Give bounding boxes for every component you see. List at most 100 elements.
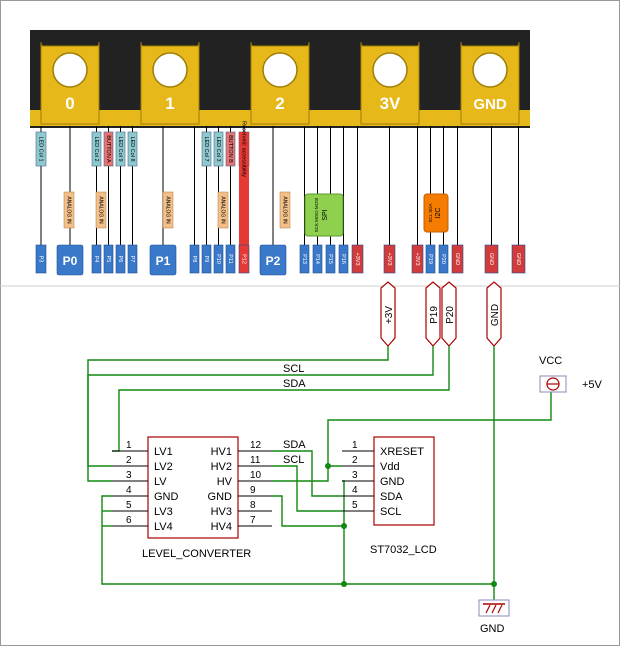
pin-label: P20 (440, 254, 446, 264)
analog-in-text: ANALOG IN (66, 196, 72, 224)
pad-label: 1 (165, 94, 174, 113)
pad-1: 1 (140, 41, 200, 125)
lcd-pin-number: 4 (352, 485, 358, 496)
pad-hole (152, 52, 188, 88)
gnd-hatch-2 (491, 604, 497, 614)
i2c-chip: I2C SCL SDA (423, 193, 449, 233)
pin-p5: BUTTON AP5 (103, 126, 114, 274)
pin-function-label: LED Col 7 (203, 136, 209, 161)
pin-function-box (225, 131, 236, 167)
pad-gnd: GND (460, 41, 520, 125)
junction-vdd (325, 463, 331, 469)
lc-pin-name: LV (154, 476, 167, 488)
lcd-pin-name: GND (380, 476, 405, 488)
pin-gnd: GND (511, 126, 526, 274)
port-shape (380, 281, 396, 347)
pin-label: P0 (63, 254, 78, 268)
pin-function-label: LED Col 2 (93, 136, 99, 161)
pin-function-label: BUTTON B (227, 135, 233, 163)
lc-pin-name: LV2 (154, 461, 173, 473)
pin-label: P15 (327, 254, 333, 264)
i2c-chip-sub: SCL SDA (428, 203, 433, 222)
pin-label: P19 (427, 254, 433, 264)
wire-gnd-left-bus (101, 495, 494, 585)
spi-chip: SPI SCK MISO MOSI (304, 193, 344, 237)
pin-box (299, 244, 310, 274)
lc-pin-name: GND (208, 491, 233, 503)
pin-function-label: BUTTON A (105, 135, 111, 163)
pin-box (325, 244, 336, 274)
pin-label: P1 (156, 254, 171, 268)
wire-hv-to-vdd (272, 465, 342, 482)
lc-pin-name: GND (154, 491, 179, 503)
pin-function-box (35, 131, 47, 167)
pad-hole (262, 52, 298, 88)
pin-label: GND (454, 253, 460, 265)
pin-label: GND (515, 253, 521, 265)
lc-net-sda: SDA (283, 439, 306, 451)
lc-pin-name: HV4 (211, 521, 232, 533)
lcd-pin-number: 2 (352, 455, 358, 466)
analog-in-label: ANALOG IN (162, 191, 174, 229)
analog-in-box (279, 191, 291, 229)
pin-box (149, 244, 177, 276)
vcc-symbol: VCC +5V (539, 355, 603, 393)
pad-label: 2 (275, 94, 284, 113)
level-converter-pins: 1LV12LV23LV4GND5LV36LV412HV111HV210HV9GN… (112, 440, 272, 533)
pin-box (238, 244, 250, 274)
lcd-pin-name: SCL (380, 506, 401, 518)
pin-box (438, 244, 449, 274)
analog-in-label: ANALOG IN (63, 191, 75, 229)
pad-3v: 3V (360, 41, 420, 125)
port-p19: P19 (425, 281, 441, 347)
pin-label: P6 (117, 256, 123, 263)
wire-sda-p20-to-lv1 (112, 346, 450, 452)
pin-label: P4 (93, 256, 99, 263)
lcd-pin-number: 1 (352, 440, 358, 451)
pin-label: +3V3 (354, 253, 360, 266)
lc-pin-name: HV2 (211, 461, 232, 473)
pin-gnd: GND (484, 126, 499, 274)
spi-chip-sub: SCK MISO MOSI (314, 198, 319, 233)
pin-reserved-box (239, 132, 249, 245)
pin-box (338, 244, 349, 274)
lcd-pin-name: XRESET (380, 446, 424, 458)
analog-in-box (217, 191, 229, 229)
analog-in-text: ANALOG IN (220, 196, 226, 224)
pin-p2: P2 (259, 126, 287, 276)
lc-pin-number: 4 (126, 485, 132, 496)
pin-box (225, 244, 236, 274)
pin-function-box (115, 131, 126, 167)
level-converter-body (147, 436, 239, 539)
wire-3v3-to-lv (87, 346, 389, 482)
pin-plus3v3: +3V3 (351, 126, 364, 274)
pin-label: P3 (38, 256, 44, 263)
junction-gnd-port (491, 581, 497, 587)
pin-box (383, 244, 396, 274)
lc-pin-number: 2 (126, 455, 132, 466)
analog-in-text: ANALOG IN (98, 196, 104, 224)
pin-box (201, 244, 212, 274)
lc-pin-number: 5 (126, 500, 132, 511)
port-p20: P20 (441, 281, 457, 347)
pin-plus3v3: +3V3 (383, 126, 396, 274)
lc-pin-number: 10 (250, 470, 262, 481)
pin-p6: LED Col 9P6 (115, 126, 126, 274)
pin-box (213, 244, 224, 274)
